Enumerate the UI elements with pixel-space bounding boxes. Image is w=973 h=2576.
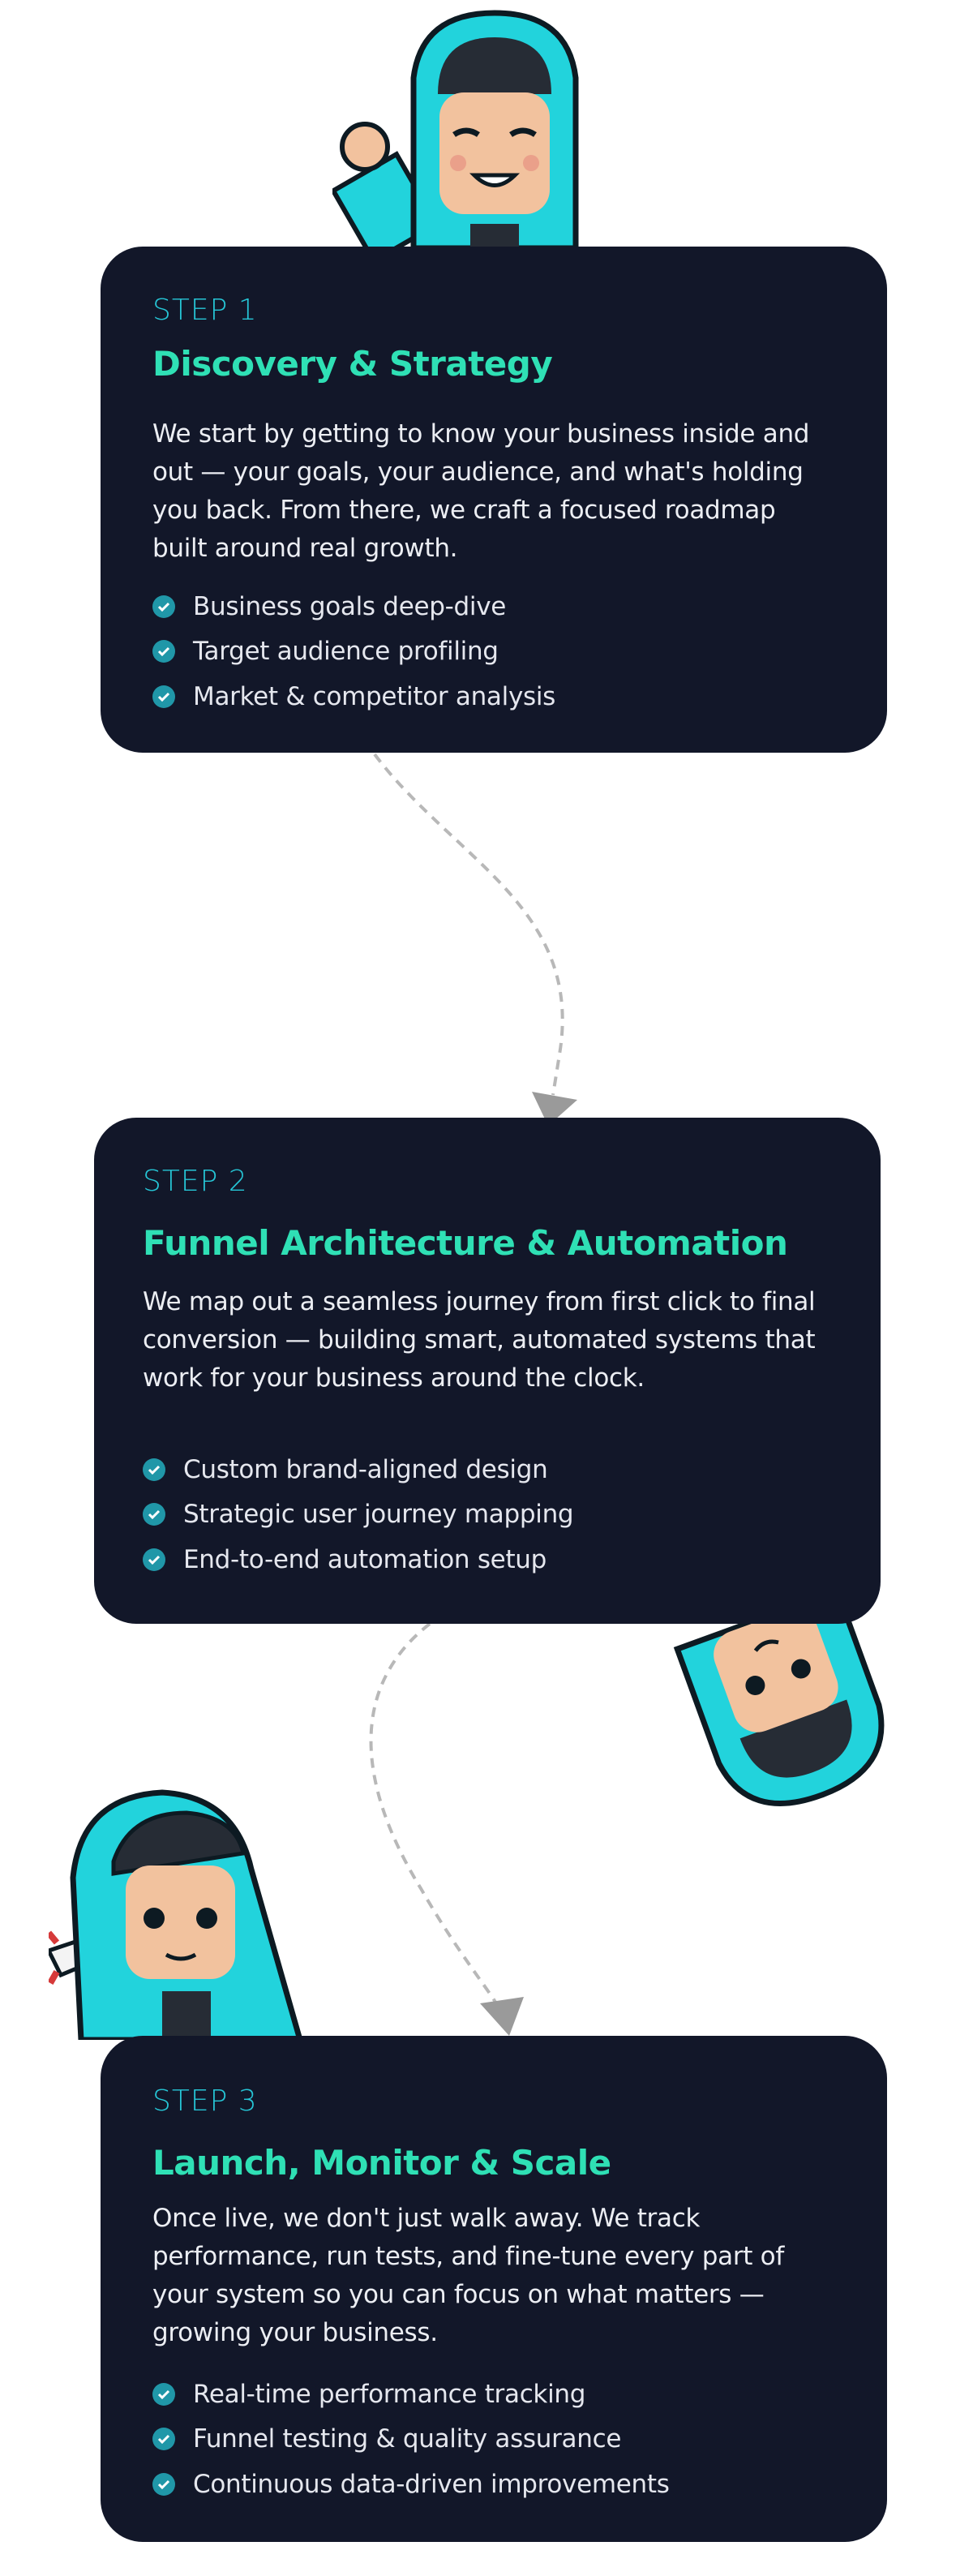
check-circle-icon xyxy=(152,2382,175,2406)
feature-text: Strategic user journey mapping xyxy=(183,1500,574,1530)
feature-item: Real-time performance tracking xyxy=(152,2372,670,2417)
feature-item: Target audience profiling xyxy=(152,629,555,675)
feature-item: End-to-end automation setup xyxy=(143,1537,573,1582)
feature-item: Continuous data-driven improvements xyxy=(152,2462,670,2507)
step-title: Funnel Architecture & Automation xyxy=(143,1223,788,1263)
feature-text: Market & competitor analysis xyxy=(193,681,556,711)
arrowhead-icon xyxy=(480,1997,524,2036)
check-circle-icon xyxy=(143,1458,165,1481)
step-card-2: STEP 2 Funnel Architecture & Automation … xyxy=(94,1118,881,1624)
check-circle-icon xyxy=(152,595,175,618)
feature-item: Custom brand-aligned design xyxy=(143,1447,573,1492)
check-circle-icon xyxy=(152,685,175,708)
connector-1-2 xyxy=(373,753,564,1096)
step-description: We start by getting to know your busines… xyxy=(152,419,810,563)
check-circle-icon xyxy=(152,2428,175,2451)
feature-item: Business goals deep-dive xyxy=(152,584,555,629)
step-card-3: STEP 3 Launch, Monitor & Scale Once live… xyxy=(101,2036,887,2542)
feature-text: Custom brand-aligned design xyxy=(183,1454,548,1484)
feature-item: Market & competitor analysis xyxy=(152,674,555,719)
mascot-rocket xyxy=(49,1789,303,2040)
feature-item: Funnel testing & quality assurance xyxy=(152,2417,670,2462)
feature-text: Real-time performance tracking xyxy=(193,2379,586,2409)
step-card-1: STEP 1 Discovery & Strategy We start by … xyxy=(101,247,887,753)
step-label: STEP 3 xyxy=(152,2084,258,2118)
feature-text: Target audience profiling xyxy=(193,637,499,667)
feature-text: Funnel testing & quality assurance xyxy=(193,2424,622,2454)
check-circle-icon xyxy=(152,2472,175,2496)
feature-list: Real-time performance tracking Funnel te… xyxy=(152,2372,670,2507)
step-label: STEP 1 xyxy=(152,294,258,327)
feature-list: Custom brand-aligned design Strategic us… xyxy=(143,1447,574,1582)
step-title: Discovery & Strategy xyxy=(152,344,553,384)
step-label: STEP 2 xyxy=(143,1165,248,1198)
feature-text: Business goals deep-dive xyxy=(193,591,507,621)
check-circle-icon xyxy=(152,640,175,663)
step-description: We map out a seamless journey from first… xyxy=(143,1287,816,1393)
feature-text: Continuous data-driven improvements xyxy=(193,2469,670,2499)
mascot-waving xyxy=(332,10,579,248)
arrowhead-icon xyxy=(532,1092,577,1126)
check-circle-icon xyxy=(143,1503,165,1526)
connector-2-3 xyxy=(369,1622,498,2005)
feature-item: Strategic user journey mapping xyxy=(143,1492,574,1538)
mascot-upside-down xyxy=(673,1614,885,1806)
feature-text: End-to-end automation setup xyxy=(183,1544,547,1574)
feature-list: Business goals deep-dive Target audience… xyxy=(152,584,555,719)
check-circle-icon xyxy=(143,1548,165,1571)
step-description: Once live, we don't just walk away. We t… xyxy=(152,2204,784,2347)
step-title: Launch, Monitor & Scale xyxy=(152,2143,611,2183)
